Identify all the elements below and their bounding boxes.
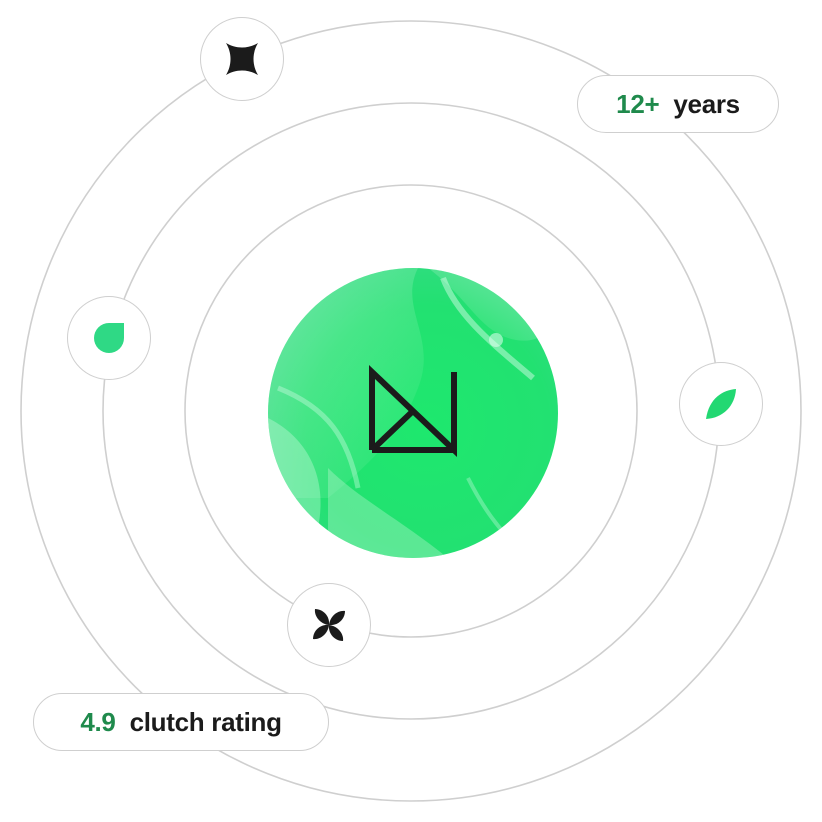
orbit-node-bottom [287,583,371,667]
orbit-node-left [67,296,151,380]
rating-stat-value: 4.9 [80,706,116,737]
center-logo-disc [268,268,558,558]
droplet-icon [94,323,124,353]
outer-orbit [20,20,802,802]
four-petal-star-icon [226,43,258,75]
years-stat-pill: 12+ years [577,75,779,133]
orbit-node-right [679,362,763,446]
inner-orbit [184,184,638,638]
years-stat-value: 12+ [616,88,660,119]
rating-stat-pill: 4.9 clutch rating [33,693,329,751]
orbit-node-top [200,17,284,101]
years-stat-label: years [673,88,740,119]
monogram-logo-icon [268,268,558,558]
pinwheel-flower-icon [313,609,345,641]
rating-stat-label: clutch rating [129,706,282,737]
leaf-icon [706,389,736,419]
